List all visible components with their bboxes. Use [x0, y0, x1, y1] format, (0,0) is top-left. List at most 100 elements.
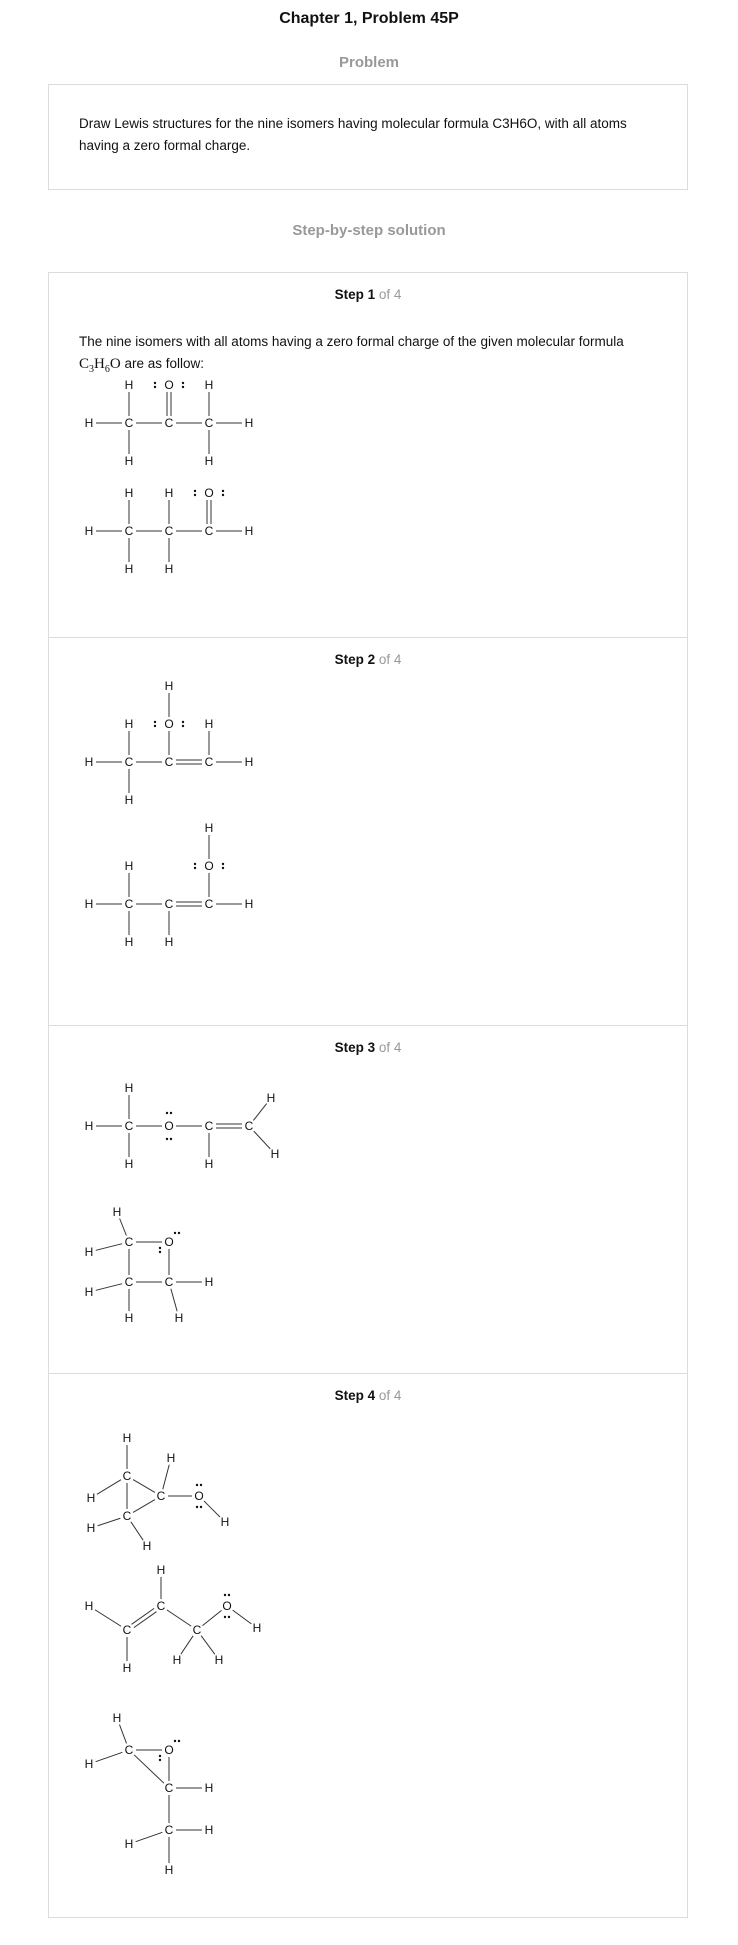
atom-h: H	[205, 717, 214, 731]
solution-box: Step 1 of 4 The nine isomers with all at…	[48, 272, 688, 1918]
atom-h: H	[125, 717, 134, 731]
intro-suffix: are as follow:	[124, 356, 205, 371]
lone-pair-dot	[165, 1137, 169, 1141]
lone-pair-dot	[193, 866, 197, 870]
atom-c: C	[125, 1119, 134, 1133]
atom-h: H	[165, 679, 174, 693]
atom-c: C	[125, 1235, 134, 1249]
lone-pair-dot	[153, 385, 157, 389]
problem-box: Draw Lewis structures for the nine isome…	[48, 84, 688, 190]
atom-o: O	[164, 1743, 173, 1757]
bond	[131, 1607, 155, 1625]
atom-h: H	[245, 524, 254, 538]
atom-c: C	[123, 1509, 132, 1523]
atom-h: H	[165, 486, 174, 500]
bond	[132, 1499, 156, 1513]
atom-c: C	[125, 897, 134, 911]
lone-pair-dot	[223, 1615, 227, 1619]
atom-h: H	[205, 1157, 214, 1171]
bond	[162, 1464, 170, 1490]
lone-pair-dot	[165, 1111, 169, 1115]
atom-h: H	[215, 1653, 224, 1667]
bond	[180, 1635, 194, 1655]
atom-c: C	[205, 755, 214, 769]
atom-h: H	[245, 897, 254, 911]
atom-h: H	[125, 859, 134, 873]
atom-h: H	[205, 1823, 214, 1837]
atom-h: H	[85, 1757, 94, 1771]
atom-c: C	[125, 416, 134, 430]
bond	[94, 1609, 122, 1627]
problem-heading: Problem	[338, 54, 399, 71]
lone-pair-dot	[195, 1505, 199, 1509]
atom-h: H	[125, 1081, 134, 1095]
step-of: of 4	[378, 652, 402, 667]
atom-h: H	[85, 416, 94, 430]
atom-h: H	[173, 1653, 182, 1667]
atom-o: O	[164, 1235, 173, 1249]
bond	[135, 1831, 163, 1843]
atom-h: H	[85, 1599, 94, 1613]
step-of: of 4	[378, 1388, 402, 1403]
atom-h: H	[143, 1539, 152, 1553]
atom-h: H	[205, 1275, 214, 1289]
bond	[252, 1103, 268, 1121]
atom-c: C	[125, 755, 134, 769]
atom-h: H	[113, 1205, 122, 1219]
lone-pair-dot	[193, 493, 197, 497]
lone-pair-dot	[199, 1483, 203, 1487]
atom-h: H	[125, 935, 134, 949]
atom-c: C	[165, 1823, 174, 1837]
bond	[95, 1283, 123, 1291]
atom-h: H	[125, 378, 134, 392]
step-3-heading: Step 3 of 4	[49, 1040, 687, 1055]
atom-h: H	[113, 1711, 122, 1725]
atom-c: C	[157, 1599, 166, 1613]
lone-pair-dot	[227, 1615, 231, 1619]
atom-h: H	[87, 1491, 96, 1505]
bond	[95, 1751, 123, 1763]
atom-h: H	[165, 935, 174, 949]
lone-pair-dot	[221, 493, 225, 497]
step-number: Step 2	[334, 652, 376, 667]
lone-pair-dot	[195, 1483, 199, 1487]
atom-h: H	[125, 486, 134, 500]
bond	[166, 1609, 192, 1627]
atom-h: H	[271, 1147, 280, 1161]
lone-pair-dot	[227, 1593, 231, 1597]
solution-heading: Step-by-step solution	[292, 222, 446, 239]
atom-c: C	[165, 897, 174, 911]
atom-h: H	[157, 1563, 166, 1577]
lone-pair-dot	[169, 1137, 173, 1141]
atom-c: C	[125, 524, 134, 538]
step-4-heading: Step 4 of 4	[49, 1388, 687, 1403]
atom-o: O	[204, 486, 213, 500]
atom-c: C	[165, 755, 174, 769]
atom-c: C	[193, 1623, 202, 1637]
lone-pair-dot	[169, 1111, 173, 1115]
step-of: of 4	[378, 287, 402, 302]
atom-h: H	[165, 562, 174, 576]
step-number: Step 1	[334, 287, 376, 302]
atom-h: H	[85, 1285, 94, 1299]
atom-c: C	[123, 1469, 132, 1483]
step-number: Step 3	[334, 1040, 376, 1055]
bond	[118, 1724, 128, 1744]
lone-pair-dot	[221, 862, 225, 866]
step-2-heading: Step 2 of 4	[49, 652, 687, 667]
atom-h: H	[85, 897, 94, 911]
lone-pair-dot	[221, 489, 225, 493]
atom-h: H	[125, 793, 134, 807]
lone-pair-dot	[173, 1739, 177, 1743]
lone-pair-dot	[181, 385, 185, 389]
bond	[119, 1218, 127, 1236]
lone-pair-dot	[177, 1739, 181, 1743]
atom-c: C	[165, 416, 174, 430]
atom-o: O	[164, 378, 173, 392]
bond	[133, 1611, 157, 1629]
atom-c: C	[245, 1119, 254, 1133]
